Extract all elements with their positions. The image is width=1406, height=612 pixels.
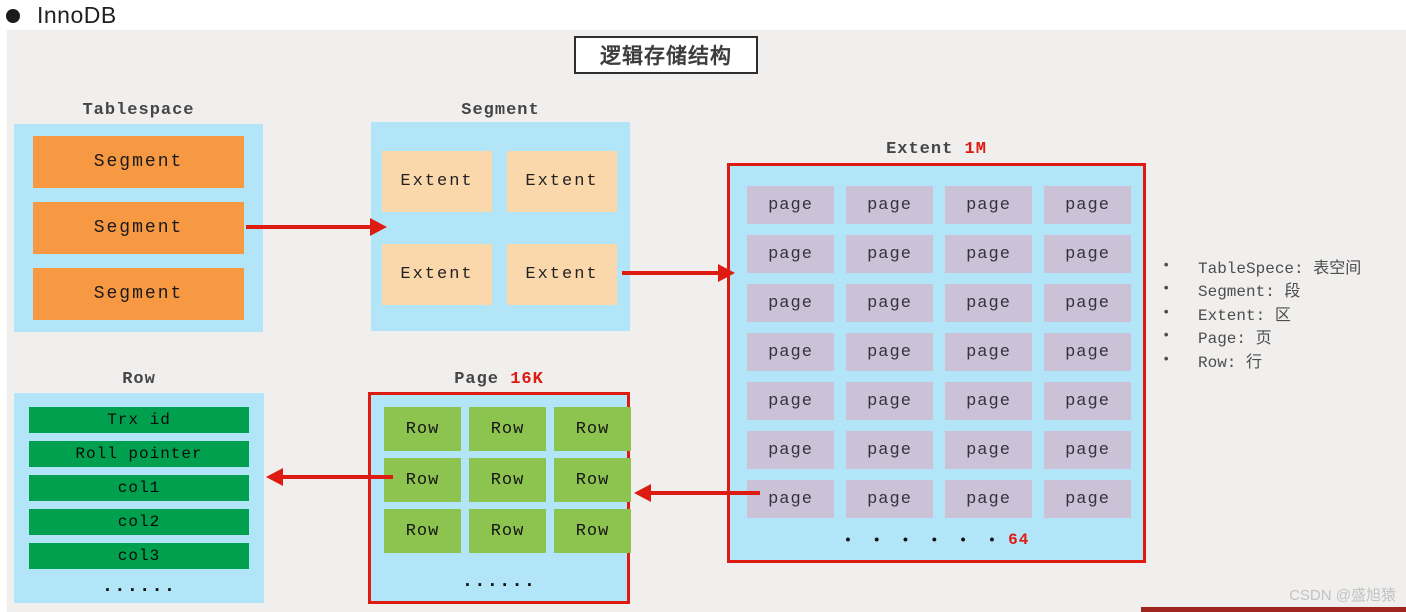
page-block: page (945, 186, 1032, 224)
legend-item-text: TableSpece: 表空间 (1198, 259, 1362, 278)
page-ellipsis: ...... (461, 570, 537, 592)
row-block: Row (384, 407, 461, 451)
page-label: Page 16K (368, 370, 630, 389)
legend-item-text: Row: 行 (1198, 353, 1263, 372)
page-block: page (846, 186, 933, 224)
extent-box: page page page page page page page page page page… (727, 163, 1146, 563)
page-block: page (1044, 186, 1131, 224)
page-block: page (747, 333, 834, 371)
page-block: page (747, 431, 834, 469)
legend-item-text: Segment: 段 (1198, 283, 1301, 302)
legend-item-text: Page: 页 (1198, 330, 1272, 349)
watermark: CSDN @盛旭猿 (1289, 587, 1396, 604)
row-block: Row (554, 509, 631, 553)
page-block: page (846, 333, 933, 371)
page-block: page (747, 480, 834, 518)
page-block: page (846, 284, 933, 322)
row-box: Trx id Roll pointer col1 col2 col3 (14, 393, 264, 603)
page-block: page (1044, 480, 1131, 518)
extent-block: Extent (382, 244, 492, 305)
page-block: page (1044, 235, 1131, 273)
extent-block: Extent (507, 151, 617, 212)
page-block: page (945, 480, 1032, 518)
page-block: page (846, 480, 933, 518)
page-block: page (945, 284, 1032, 322)
page-block: page (747, 186, 834, 224)
bottom-red-bar (1141, 607, 1406, 612)
segment-block: Segment (33, 202, 244, 254)
legend-bullet-icon: • (1162, 257, 1171, 274)
row-block: Row (469, 407, 546, 451)
segment-label: Segment (461, 101, 540, 120)
page-block: page (945, 382, 1032, 420)
extent-page-count: 64 (1008, 531, 1030, 549)
row-field: col1 (29, 475, 249, 501)
page-block: page (1044, 431, 1131, 469)
row-block: Row (469, 458, 546, 502)
page-block: page (1044, 333, 1131, 371)
legend-bullet-icon: • (1162, 328, 1171, 345)
page-title: InnoDB (37, 2, 117, 28)
row-ellipsis: ...... (101, 575, 177, 597)
row-field: Roll pointer (29, 441, 249, 467)
legend-item: • Segment: 段 (1162, 278, 1361, 302)
diagram-title: 逻辑存储结构 (574, 36, 758, 74)
row-field: Trx id (29, 407, 249, 433)
row-field: col2 (29, 509, 249, 535)
legend-item: • Row: 行 (1162, 348, 1361, 372)
page-label-text: Page (454, 370, 499, 389)
extent-label-text: Extent (886, 140, 954, 159)
legend-item-text: Extent: 区 (1198, 306, 1291, 325)
extent-size: 1M (964, 140, 987, 159)
tablespace-label: Tablespace (82, 101, 195, 120)
page-header: InnoDB (6, 2, 117, 29)
extent-block: Extent (382, 151, 492, 212)
legend-item: • Extent: 区 (1162, 301, 1361, 325)
row-field: col3 (29, 543, 249, 569)
bullet-icon (6, 8, 20, 23)
page-block: page (846, 431, 933, 469)
extent-label: Extent 1M (727, 140, 1146, 159)
extent-ellipsis: • • • • • • 64 (727, 531, 1146, 549)
page-block: page (846, 382, 933, 420)
legend-list: • TableSpece: 表空间 • Segment: 段 • Extent:… (1162, 254, 1361, 372)
page-block: page (747, 382, 834, 420)
page-block: page (945, 431, 1032, 469)
page-block: page (945, 235, 1032, 273)
row-block: Row (554, 458, 631, 502)
legend-bullet-icon: • (1162, 281, 1171, 298)
row-block: Row (554, 407, 631, 451)
segment-block: Segment (33, 136, 244, 188)
page-size: 16K (510, 370, 544, 389)
row-block: Row (384, 509, 461, 553)
row-block: Row (384, 458, 461, 502)
page-block: page (1044, 382, 1131, 420)
page-block: page (1044, 284, 1131, 322)
page-block: page (846, 235, 933, 273)
extent-block: Extent (507, 244, 617, 305)
page-block: page (945, 333, 1032, 371)
segment-block: Segment (33, 268, 244, 320)
page-block: page (747, 235, 834, 273)
row-block: Row (469, 509, 546, 553)
row-label: Row (122, 370, 156, 389)
legend-bullet-icon: • (1162, 304, 1171, 321)
arrow-extent-to-page (634, 484, 760, 502)
extent-ellipsis-dots: • • • • • • (843, 533, 1003, 549)
arrow-page-to-row (266, 468, 393, 486)
legend-item: • Page: 页 (1162, 325, 1361, 349)
arrow-segment-to-extent (622, 264, 735, 282)
legend-item: • TableSpece: 表空间 (1162, 254, 1361, 278)
arrow-tablespace-to-segment (246, 218, 387, 236)
page-block: page (747, 284, 834, 322)
legend-bullet-icon: • (1162, 351, 1171, 368)
